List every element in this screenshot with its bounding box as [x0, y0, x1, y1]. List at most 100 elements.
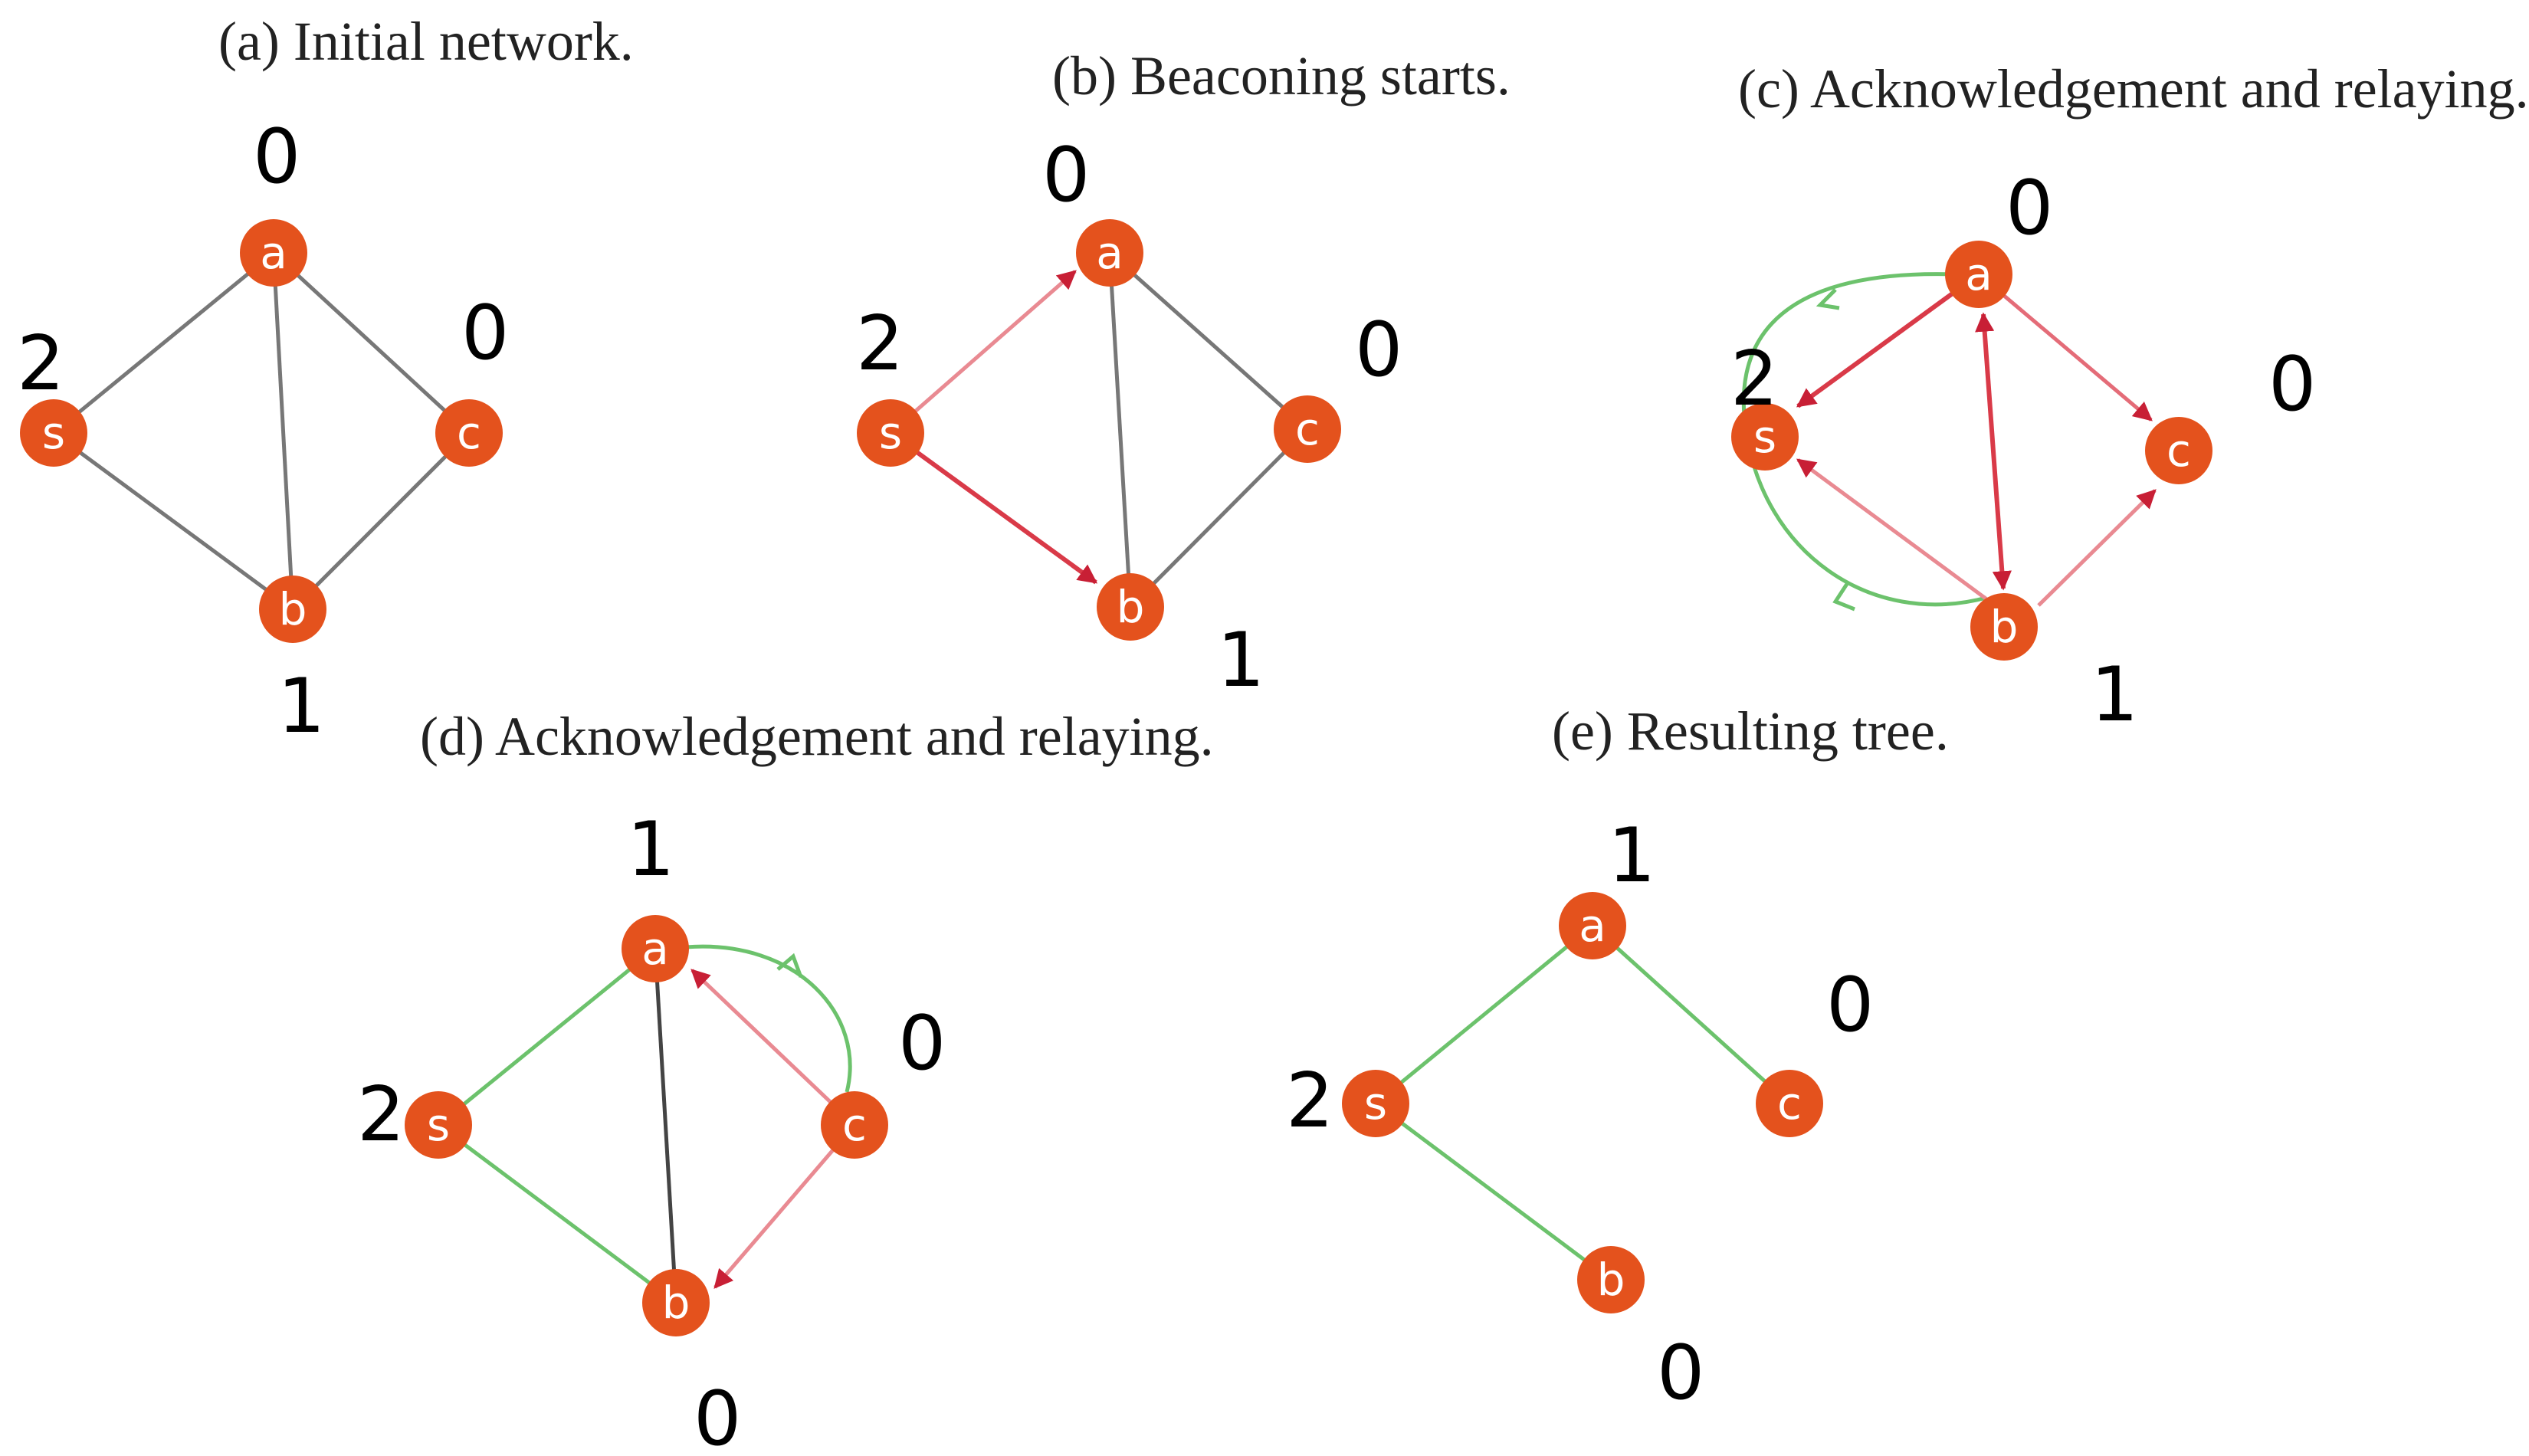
- panel-e-caption: (e) Resulting tree.: [1552, 700, 1949, 762]
- node-a-value: 0: [1042, 132, 1090, 219]
- node-c: c: [1756, 1070, 1823, 1137]
- node-a: a: [1559, 892, 1626, 959]
- edge-c-a: [690, 969, 856, 1126]
- node-c-value: 0: [898, 1000, 946, 1087]
- panel-c-caption: (c) Acknowledgement and relaying.: [1738, 58, 2529, 120]
- node-a: a: [1945, 241, 2012, 308]
- node-c: c: [2145, 417, 2212, 484]
- panel-e: (e) Resulting tree. a s c b 1 2 0 0: [1286, 700, 1949, 1417]
- edge-a-b: [653, 948, 678, 1304]
- edge-a-b: [1975, 312, 2012, 591]
- node-c: c: [435, 399, 503, 467]
- node-c-value: 0: [2268, 341, 2316, 428]
- panel-b-caption: (b) Beaconing starts.: [1052, 45, 1511, 107]
- node-b-label: b: [662, 1277, 690, 1329]
- node-a-label: a: [1965, 248, 1993, 300]
- panel-d: (d) Acknowledgement and relaying. a s c …: [357, 706, 1214, 1456]
- edge-b-c: [291, 431, 471, 611]
- node-b-value: 1: [277, 663, 325, 750]
- node-s-value: 2: [1730, 336, 1778, 423]
- edge-a-c: [272, 251, 471, 435]
- panel-a: (a) Initial network. a s c b 0 2 0 1: [17, 11, 634, 750]
- node-s-value: 2: [17, 320, 64, 408]
- edge-a-c: [1108, 251, 1309, 431]
- edge-s-b: [1374, 1101, 1612, 1282]
- node-s: s: [405, 1091, 472, 1159]
- node-a: a: [622, 915, 689, 982]
- edge-b-s: [1796, 457, 1999, 609]
- node-s-value: 2: [357, 1071, 405, 1159]
- edge-a-c: [1591, 924, 1791, 1105]
- node-c-value: 0: [461, 290, 509, 377]
- node-s: s: [1342, 1070, 1409, 1137]
- node-b-value: 0: [694, 1376, 741, 1456]
- node-a-label: a: [1096, 227, 1123, 279]
- node-b: b: [1577, 1246, 1645, 1313]
- edge-a-b: [1107, 252, 1133, 608]
- node-c-label: c: [457, 407, 481, 459]
- edge-c-b: [713, 1123, 856, 1289]
- panel-d-edges: [437, 944, 856, 1305]
- node-s-label: s: [879, 407, 902, 459]
- node-b-label: b: [1990, 601, 2019, 653]
- node-s-value: 2: [1286, 1058, 1333, 1145]
- panel-c-nodes: a s c b: [1731, 241, 2212, 661]
- node-a-value: 0: [2006, 165, 2053, 252]
- node-b: b: [1970, 593, 2038, 661]
- node-s: s: [1731, 403, 1799, 471]
- edge-s-a: [52, 251, 275, 435]
- panel-a-edges: [52, 251, 471, 612]
- node-a: a: [240, 219, 307, 287]
- node-s-label: s: [1364, 1077, 1387, 1130]
- green-arc-arrow-top: [1816, 288, 1840, 310]
- node-c-value: 0: [1826, 962, 1874, 1049]
- node-a-label: a: [260, 227, 287, 279]
- node-c-label: c: [2167, 425, 2191, 477]
- node-a-label: a: [641, 923, 669, 975]
- node-b-label: b: [1117, 581, 1145, 633]
- green-arc-c-a: [685, 944, 852, 1093]
- node-a-value: 1: [627, 806, 674, 894]
- edge-a-s: [1796, 272, 1980, 408]
- edge-s-b: [437, 1123, 677, 1305]
- edge-b-c: [2037, 489, 2157, 607]
- node-a-value: 0: [253, 113, 300, 201]
- node-c-label: c: [1777, 1077, 1802, 1130]
- panel-c-edges: [1741, 272, 2157, 612]
- node-s: s: [20, 399, 87, 467]
- node-b: b: [642, 1269, 710, 1336]
- node-c: c: [1274, 395, 1341, 463]
- edge-s-a: [437, 947, 657, 1126]
- node-s-value: 2: [856, 300, 904, 388]
- node-c-value: 0: [1355, 307, 1402, 394]
- panel-b-edges: [889, 251, 1309, 608]
- node-c-label: c: [1295, 403, 1320, 455]
- panel-a-caption: (a) Initial network.: [218, 11, 634, 72]
- node-b-value: 1: [2091, 651, 2138, 739]
- panel-b-nodes: a s c b: [857, 219, 1341, 641]
- panel-d-nodes: a s c b: [405, 915, 888, 1336]
- node-c: c: [821, 1091, 888, 1159]
- panel-b: (b) Beaconing starts. a s c b 0 2 0 1: [856, 45, 1511, 704]
- green-arc-arrow-bottom: [1832, 582, 1855, 612]
- panel-d-caption: (d) Acknowledgement and relaying.: [420, 706, 1214, 767]
- edge-a-c: [1977, 273, 2153, 421]
- node-b: b: [259, 576, 326, 643]
- node-b-value: 0: [1657, 1330, 1704, 1417]
- node-a: a: [1076, 219, 1143, 287]
- node-c-label: c: [842, 1099, 867, 1151]
- panel-a-nodes: a s c b: [20, 219, 503, 643]
- node-a-label: a: [1579, 900, 1606, 952]
- node-b-value: 1: [1217, 617, 1264, 704]
- node-s: s: [857, 399, 924, 467]
- node-b-label: b: [279, 583, 307, 635]
- edge-s-a: [1374, 924, 1594, 1105]
- edge-b-c: [1129, 428, 1309, 608]
- node-s-label: s: [42, 407, 65, 459]
- node-b: b: [1097, 573, 1164, 641]
- panel-e-nodes: a s c b: [1342, 892, 1823, 1313]
- panel-e-edges: [1374, 924, 1791, 1282]
- edge-s-b: [889, 431, 1098, 585]
- node-b-label: b: [1597, 1254, 1625, 1306]
